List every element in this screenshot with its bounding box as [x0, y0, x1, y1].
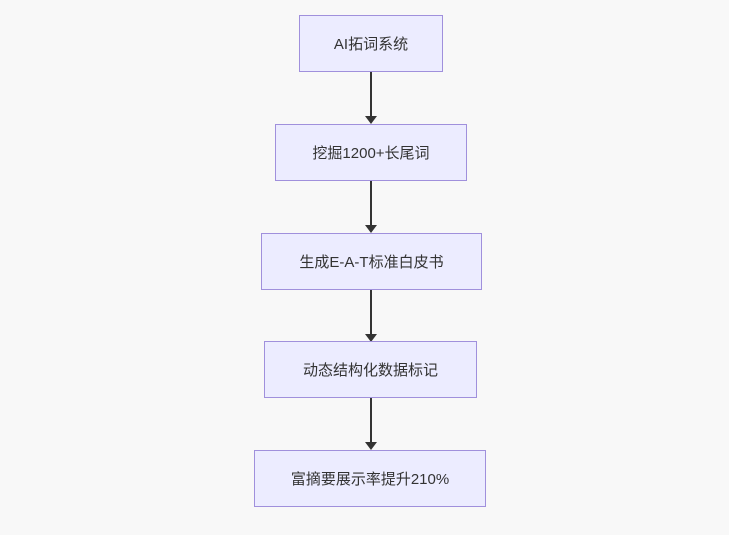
flow-node-label: 生成E-A-T标准白皮书 — [299, 254, 444, 271]
flow-arrow-2 — [365, 181, 377, 233]
flow-node-structured-data-markup: 动态结构化数据标记 — [264, 341, 477, 398]
flow-node-label: 挖掘1200+长尾词 — [312, 145, 430, 162]
flow-arrow-4 — [365, 398, 377, 450]
arrow-head-icon — [365, 442, 377, 450]
arrow-shaft — [370, 181, 372, 225]
flow-node-ai-keyword-system: AI拓词系统 — [299, 15, 443, 72]
flow-node-label: 动态结构化数据标记 — [302, 362, 438, 379]
arrow-shaft — [370, 72, 372, 116]
flow-node-label: 富摘要展示率提升210% — [290, 471, 450, 488]
flow-node-eat-whitepaper: 生成E-A-T标准白皮书 — [261, 233, 482, 290]
flow-node-rich-snippet-result: 富摘要展示率提升210% — [254, 450, 486, 507]
arrow-shaft — [370, 290, 372, 334]
flow-node-label: AI拓词系统 — [333, 36, 409, 53]
arrow-head-icon — [365, 225, 377, 233]
flow-node-longtail-mining: 挖掘1200+长尾词 — [275, 124, 467, 181]
arrow-shaft — [370, 398, 372, 442]
arrow-head-icon — [365, 116, 377, 124]
flow-arrow-3 — [365, 290, 377, 342]
flow-arrow-1 — [365, 72, 377, 124]
arrow-head-icon — [365, 334, 377, 342]
